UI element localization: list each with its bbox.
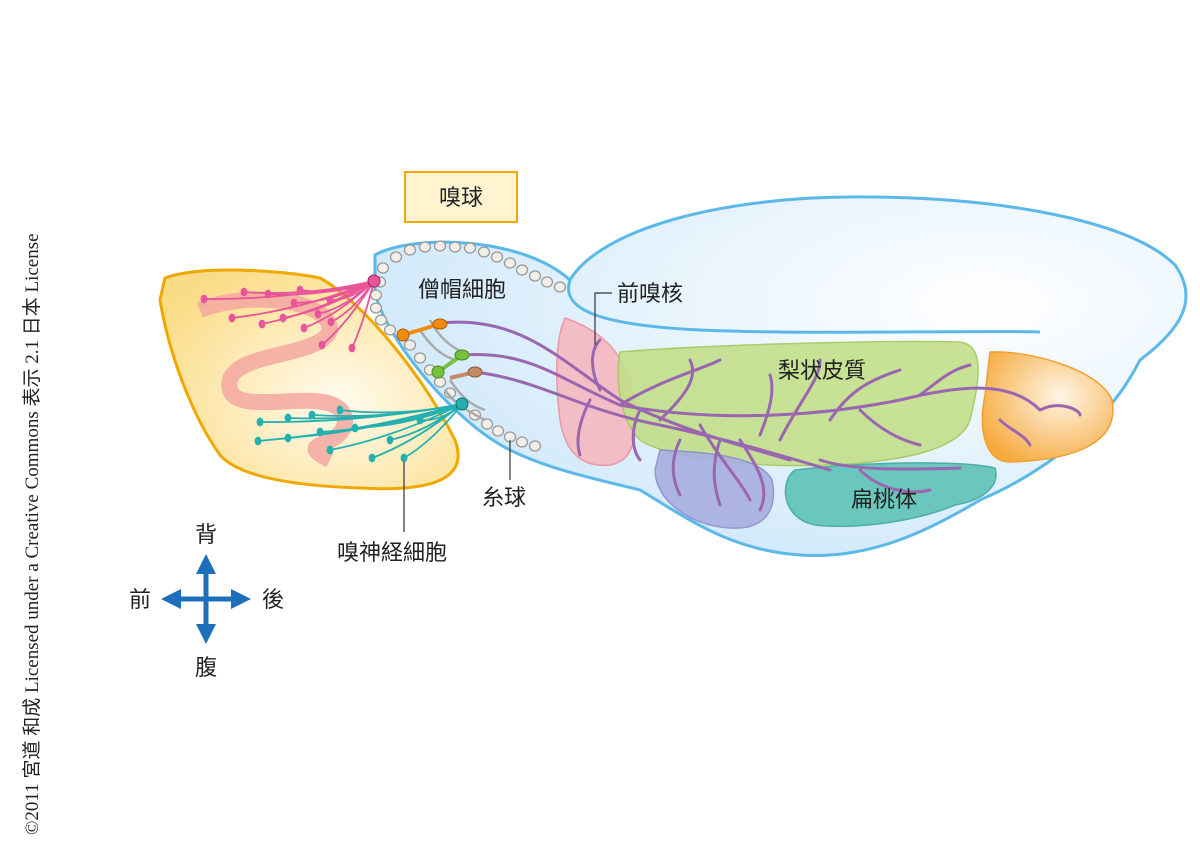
neuron-cell-body (279, 313, 287, 323)
neuron-cell-body (326, 295, 334, 305)
neuron-cell-body (284, 413, 292, 423)
neuron-cell-body (228, 313, 236, 323)
glomerulus (553, 281, 567, 293)
neuron-axon (319, 403, 463, 433)
amygdala-region (784, 462, 997, 528)
neuron-cell-body (416, 415, 424, 425)
glomerulus (389, 251, 403, 263)
neuron-axon (403, 403, 463, 459)
dorsal-label: 背 (195, 523, 217, 548)
glomerulus (376, 262, 390, 274)
copyright-text: ©2011 宮道 和成 Licensed under a Creative Co… (21, 233, 43, 835)
mitral-axons (438, 320, 1082, 512)
neuron-axon (321, 280, 375, 346)
neuron-cell-body (284, 433, 292, 443)
neuron-axon (354, 403, 463, 429)
bulb-boundary (567, 279, 1041, 334)
glomerulus (418, 241, 432, 253)
glomerulus (413, 352, 427, 364)
glomerulus (528, 270, 542, 282)
glomerulus-label: 糸球 (482, 486, 526, 511)
neuron-cell-body (308, 410, 316, 420)
neuron-axon (329, 403, 463, 451)
glomerulus (433, 376, 447, 388)
olfactory-epithelium (158, 268, 460, 491)
glomerulus (528, 440, 542, 452)
glomerulus (491, 425, 505, 437)
teal-glomerulus (455, 397, 469, 411)
neuron-cell-body (254, 436, 262, 446)
orientation-compass (161, 554, 251, 644)
ventral-region (654, 449, 775, 529)
neuron-axon (351, 280, 375, 349)
neuron-cell-body (258, 319, 266, 329)
posterior-label: 後 (262, 588, 284, 613)
glomerulus (503, 257, 517, 269)
neuron-cell-body (256, 417, 264, 427)
glomerulus (448, 241, 462, 253)
neuron-cell-body (400, 453, 408, 463)
glomerulus (374, 314, 388, 326)
neuron-cell-body (348, 343, 356, 353)
neuron-cell-body (314, 309, 322, 319)
neuron-cell-body (316, 427, 324, 437)
glomerulus (403, 244, 417, 256)
neuron-cell-body (386, 435, 394, 445)
anterior-label: 前 (129, 588, 151, 613)
aon-leader (594, 292, 612, 345)
neuron-cell-body (318, 340, 326, 350)
glomerulus (540, 276, 554, 288)
glomerulus (383, 324, 397, 336)
glomerulus (463, 242, 477, 254)
amygdala-label: 扁桃体 (851, 488, 917, 513)
glomerulus (480, 418, 494, 430)
neuron-cell-body (368, 453, 376, 463)
neuron-axon (339, 403, 463, 414)
pink-glomerulus (367, 274, 381, 288)
neuron-cell-body (327, 317, 335, 327)
neuron-cell-body (296, 285, 304, 295)
glomeruli (369, 240, 567, 452)
mitral-cells (396, 318, 483, 380)
glomerulus (433, 240, 447, 252)
glomerulus (515, 264, 529, 276)
neuron-cell-body (326, 445, 334, 455)
neuron-cell-body (240, 287, 248, 297)
glomerulus (490, 251, 504, 263)
olfactory-bulb-label-box (404, 171, 518, 223)
glomerulus (403, 339, 417, 351)
neuron-cell-body (264, 289, 272, 299)
mitral-cell-label: 僧帽細胞 (418, 278, 506, 303)
glomerulus (515, 436, 529, 448)
glomerulus (477, 246, 491, 258)
aon-label: 前嗅核 (617, 282, 683, 307)
neuron-axon (299, 280, 375, 293)
olfactory-bulb-label: 嗅球 (439, 186, 483, 211)
piriform-cortex-label: 梨状皮質 (778, 359, 866, 384)
neuron-cell-body (336, 405, 344, 415)
teal-olfactory-neurons (254, 403, 463, 463)
olfactory-neuron-label: 嗅神経細胞 (337, 541, 447, 566)
neuron-cell-body (300, 323, 308, 333)
glomerulus (369, 302, 383, 314)
neuron-axon (282, 280, 375, 319)
neuron-cell-body (351, 423, 359, 433)
ventral-label: 腹 (195, 656, 217, 681)
neuron-cell-body (200, 294, 208, 304)
